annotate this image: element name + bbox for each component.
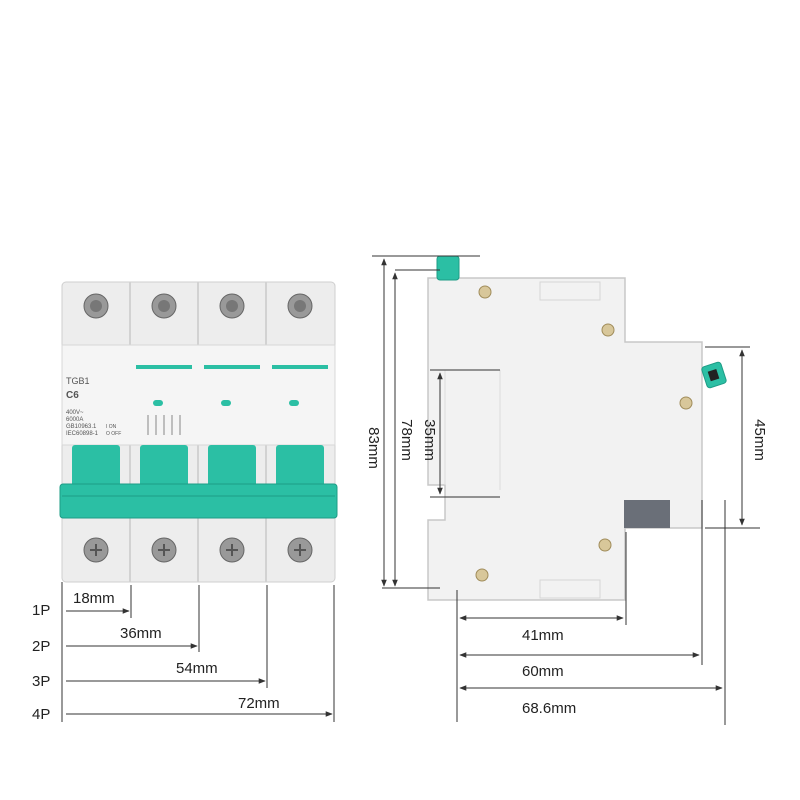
pole-label-1p: 1P: [32, 602, 50, 619]
face-plate: [61, 344, 336, 446]
bottom-terminal-screw: [83, 537, 109, 563]
front-view-breaker: TGB1 C6 400V~ 6000A GB10963.1 IEC60898-1…: [59, 281, 338, 583]
label-curve: C6: [66, 390, 79, 401]
width-extension-lines: [61, 582, 335, 722]
depth-extension-lines: [456, 500, 726, 725]
width-label-72mm: 72mm: [238, 695, 280, 712]
depth-dimension-arrows: [459, 615, 723, 691]
status-window: [624, 500, 670, 528]
width-label-54mm: 54mm: [176, 660, 218, 677]
side-rivet: [679, 396, 693, 410]
toggle-lever: [72, 445, 120, 490]
pole-width-dimensions: [66, 608, 333, 717]
depth-label-68mm: 68.6mm: [522, 700, 576, 717]
bottom-terminal-screw: [287, 537, 313, 563]
top-terminal-screw: [83, 293, 109, 319]
bottom-terminal-screw: [219, 537, 245, 563]
height-label-78mm: 78mm: [398, 419, 415, 461]
circuit-symbol-icon: [147, 415, 181, 435]
side-rivet: [475, 568, 489, 582]
label-brand: TGB1: [66, 376, 90, 386]
top-terminal-screw: [151, 293, 177, 319]
height-dimension-arrows: [381, 258, 745, 587]
top-terminal-screw: [287, 293, 313, 319]
pole-label-3p: 3P: [32, 673, 50, 690]
pole-label-4p: 4P: [32, 706, 50, 723]
side-rivet: [598, 538, 612, 552]
height-label-45mm: 45mm: [751, 419, 768, 461]
toggle-lever: [140, 445, 188, 490]
indicator-bar: [204, 365, 260, 369]
label-standard-2: IEC60898-1: [66, 431, 99, 437]
label-standard-1: GB10963.1: [66, 424, 97, 430]
side-rivet: [478, 285, 492, 299]
height-reference-lines: [372, 255, 760, 589]
depth-label-41mm: 41mm: [522, 627, 564, 644]
indicator-bar: [272, 365, 328, 369]
top-terminal-screw: [219, 293, 245, 319]
din-clip-top: [436, 255, 460, 281]
handle-tie-bar: [59, 483, 338, 519]
side-body-outline: [427, 277, 703, 601]
height-label-83mm: 83mm: [365, 427, 382, 469]
indicator-dot: [153, 400, 163, 406]
pole-label-2p: 2P: [32, 638, 50, 655]
label-switch-on: I ON: [106, 424, 117, 430]
side-view-breaker: [427, 255, 727, 601]
width-label-36mm: 36mm: [120, 625, 162, 642]
label-rating-2: 6000A: [66, 417, 83, 423]
side-rivet: [601, 323, 615, 337]
label-switch-off: O OFF: [106, 431, 121, 437]
indicator-dot: [221, 400, 231, 406]
bottom-terminal-screw: [151, 537, 177, 563]
width-label-18mm: 18mm: [73, 590, 115, 607]
depth-label-60mm: 60mm: [522, 663, 564, 680]
indicator-dot: [289, 400, 299, 406]
indicator-bar: [136, 365, 192, 369]
toggle-lever: [276, 445, 324, 490]
height-label-35mm: 35mm: [421, 419, 438, 461]
label-rating-1: 400V~: [66, 410, 84, 416]
toggle-lever: [208, 445, 256, 490]
